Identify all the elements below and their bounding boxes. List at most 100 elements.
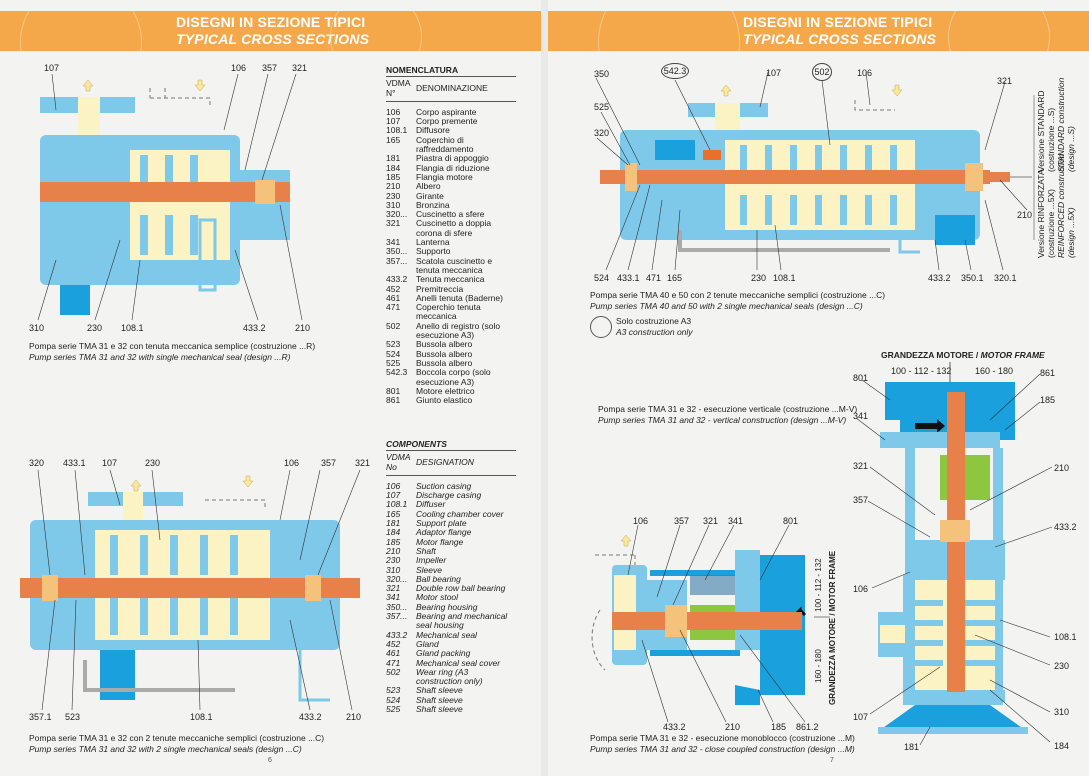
vdma-number: 184 (386, 527, 401, 538)
vdma-number: 502 (386, 320, 401, 331)
part-label: 107 (853, 712, 869, 722)
table-row: 350...Bearing housing (386, 601, 516, 612)
caption-en: Pump series TMA 31 and 32 - vertical con… (598, 415, 847, 425)
vdma-number: 181 (386, 153, 401, 164)
designation: Cuscinetto a sfere (416, 209, 485, 220)
frame-size-right: 160 - 180 (975, 366, 1014, 376)
part-label: 181 (904, 742, 920, 752)
part-label: 357 (674, 516, 690, 526)
part-label: 107 (102, 458, 118, 468)
part-label: 310 (29, 323, 45, 333)
bearing (42, 575, 58, 601)
part-label: 184 (1054, 741, 1070, 751)
vdma-number: 502 (386, 666, 401, 677)
designation: Lanterna (416, 237, 450, 248)
shaft (20, 578, 360, 598)
leader-lines (627, 524, 806, 723)
vdma-number: 341 (386, 592, 401, 603)
wear-ring (703, 150, 721, 160)
designation: Flangia di riduzione (416, 162, 490, 173)
table-row: 357...Bearing and mechanical seal housin… (386, 611, 516, 631)
column-header-vdma: VDMA N° (386, 78, 411, 98)
vdma-number: 433.2 (386, 274, 408, 285)
table-title: NOMENCLATURA (386, 65, 516, 78)
part-label: 210 (725, 722, 741, 732)
caption-it: Pompa serie TMA 40 e 50 con 2 tenute mec… (590, 290, 886, 300)
designation: Bussola albero (416, 348, 473, 359)
designation: Shaft (416, 545, 436, 556)
section-title-en: TYPICAL CROSS SECTIONS (176, 31, 370, 47)
part-label: 523 (65, 712, 81, 722)
designation: Motore elettrico (416, 385, 475, 396)
vdma-number: 523 (386, 339, 401, 350)
designation: Bearing housing (416, 601, 478, 612)
column-header-designation: DESIGNATION (416, 457, 474, 468)
part-label: 433.2 (663, 722, 686, 732)
vdma-number: 350... (386, 246, 408, 257)
part-label: 108.1 (1054, 632, 1077, 642)
table-header: VDMA No DESIGNATION (386, 451, 516, 476)
designation: Mechanical seal cover (416, 657, 501, 668)
section-title-it: DISEGNI IN SEZIONE TIPICI (743, 14, 933, 30)
caption-en: Pump series TMA 31 and 32 with single me… (29, 352, 291, 362)
shaft (612, 612, 802, 630)
vdma-number: 108.1 (386, 125, 408, 136)
part-label: 230 (87, 323, 103, 333)
vdma-number: 341 (386, 237, 401, 248)
vdma-number: 230 (386, 555, 401, 566)
vdma-number: 185 (386, 536, 401, 547)
designation: Scatola cuscinetto e tenuta meccanica (416, 255, 493, 275)
casing (620, 103, 980, 254)
outlet-arrow-icon (130, 479, 142, 492)
pump-drawing-tma31-two-seals (20, 469, 361, 711)
designation: Coperchio di raffreddamento (416, 134, 474, 155)
pump-drawing-tma40-two-seals (595, 71, 1035, 271)
designation: Wear ring (A3 construction only) (416, 666, 483, 687)
caption-it: Pompa serie TMA 31 e 32 - esecuzione ver… (598, 404, 858, 414)
caption-en: Pump series TMA 31 and 32 - close couple… (590, 744, 855, 754)
part-label: 341 (853, 411, 869, 421)
part-label-circled: 502 (812, 63, 832, 81)
vdma-number: 452 (386, 283, 401, 294)
part-label: 350 (594, 69, 610, 79)
designation: Gland packing (416, 648, 471, 659)
inlet-arrow-icon (620, 534, 632, 547)
designation: Flangia motore (416, 171, 473, 182)
frame-size-lower: 160 - 180 (814, 649, 823, 683)
vdma-number: 210 (386, 181, 401, 192)
designation: Diffuser (416, 499, 446, 510)
part-label: 321 (853, 461, 869, 471)
part-label: 801 (783, 516, 799, 526)
page-gutter (541, 0, 548, 776)
designation: Bussola albero (416, 339, 473, 350)
shaft (40, 182, 290, 202)
designation: Cooling chamber cover (416, 508, 504, 519)
inlet-arrow-icon (891, 84, 903, 97)
bearing (625, 163, 637, 191)
designation: Supporto (416, 246, 451, 257)
vdma-number: 461 (386, 648, 401, 659)
designation: Coperchio tenuta meccanica (416, 302, 481, 322)
caption-drawing-tma40: Pompa serie TMA 40 e 50 con 2 tenute mec… (590, 290, 885, 312)
table-row: 502 Anello di registro (solo esecuzione A… (386, 320, 516, 341)
a3-legend: Solo costruzione A3 A3 construction only (616, 316, 693, 338)
header-band-left: DISEGNI IN SEZIONE TIPICI TYPICAL CROSS … (0, 11, 541, 51)
column-header-designation: DENOMINAZIONE (416, 83, 488, 94)
designation: Bearing and mechanical seal housing (416, 611, 508, 631)
designation: Sleeve (416, 564, 442, 575)
designation: Anello di registro (solo esecuzione A3) (416, 320, 501, 341)
bearing (940, 520, 970, 542)
designation: Support plate (416, 518, 467, 529)
